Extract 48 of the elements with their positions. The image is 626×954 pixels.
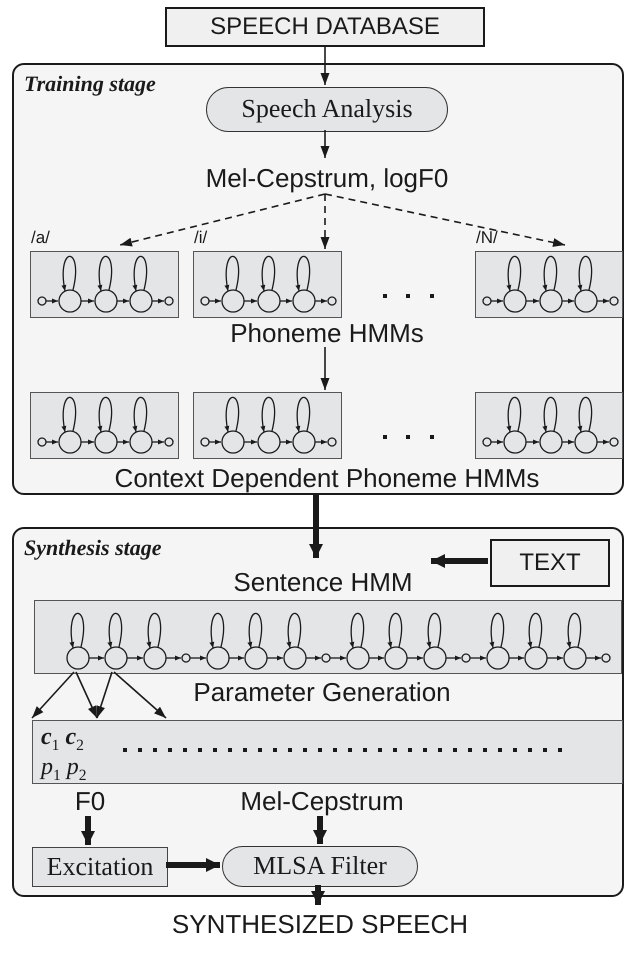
hmm-box xyxy=(475,392,623,459)
process-pill xyxy=(222,846,418,887)
stage-title: Synthesis stage xyxy=(24,535,162,561)
output-label: SYNTHESIZED SPEECH xyxy=(172,910,468,938)
hmm-box xyxy=(193,392,342,459)
stage-panel xyxy=(12,63,624,495)
arrow xyxy=(166,858,220,872)
process-label: MLSA Filter xyxy=(253,852,387,881)
arrow xyxy=(120,193,326,246)
process-label: Parameter Generation xyxy=(193,678,451,706)
process-box xyxy=(32,847,168,887)
arrow xyxy=(113,671,167,719)
box-label: SPEECH DATABASE xyxy=(210,14,440,40)
arrow xyxy=(320,47,330,85)
stage-panel xyxy=(12,527,624,897)
parameter-symbols: p$_{1}$ p$_{2}$ xyxy=(41,753,87,786)
process-label: Speech Analysis xyxy=(241,95,413,124)
stage-title: Training stage xyxy=(24,71,156,97)
arrow xyxy=(96,672,113,718)
process-label: Excitation xyxy=(46,852,154,882)
hmm-box xyxy=(30,392,179,459)
parameter-sequence-box xyxy=(32,720,623,784)
arrow xyxy=(320,347,330,390)
input-box xyxy=(490,539,610,587)
phoneme-label: /a/ xyxy=(31,228,50,248)
arrow xyxy=(313,816,327,844)
output-label: Mel-Cepstrum, logF0 xyxy=(206,164,448,192)
box-label: TEXT xyxy=(519,550,581,576)
arrow xyxy=(81,816,95,845)
group-label: Phoneme HMMs xyxy=(230,319,424,348)
process-pill xyxy=(206,87,448,132)
arrow xyxy=(324,193,566,247)
model-label: Sentence HMM xyxy=(233,568,413,597)
source-box xyxy=(165,7,485,47)
output-label: Mel-Cepstrum xyxy=(240,786,404,816)
arrow xyxy=(311,885,325,905)
output-label: F0 xyxy=(74,786,106,816)
arrow xyxy=(309,495,323,558)
group-label: Context Dependent Phoneme HMMs xyxy=(114,464,540,492)
arrow xyxy=(75,672,98,718)
arrow xyxy=(320,194,330,249)
sentence-hmm-box xyxy=(34,600,622,674)
phoneme-label: /i/ xyxy=(194,228,208,248)
phoneme-label: /N/ xyxy=(476,228,498,248)
arrow xyxy=(31,671,75,719)
arrow xyxy=(320,130,330,158)
parameter-symbols: c$_{1}$ c$_{2}$ xyxy=(41,723,84,756)
arrow xyxy=(431,554,488,568)
